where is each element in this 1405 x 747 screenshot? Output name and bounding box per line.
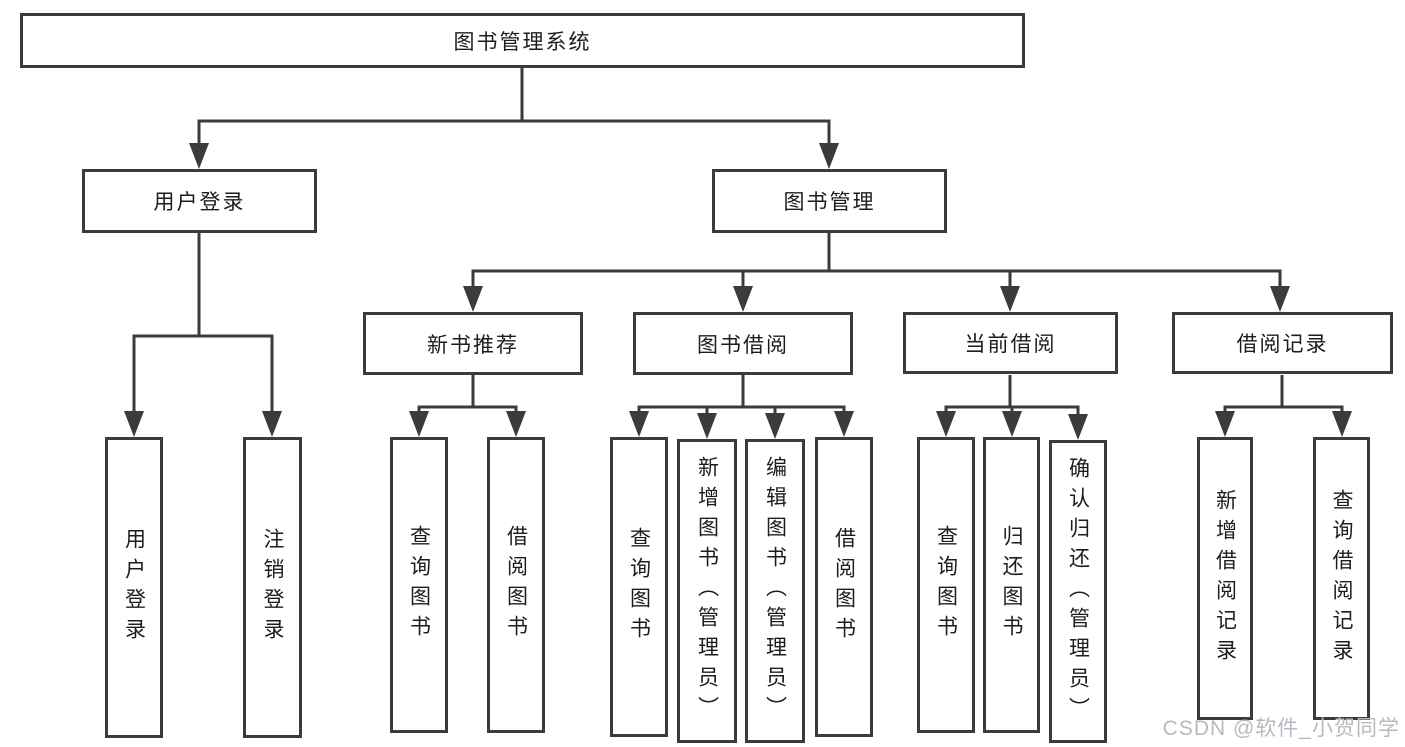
leaf-user-login-label: 用户登录 [122,527,146,648]
node-borrowing-records-label: 借阅记录 [1236,333,1329,356]
leaf-borrow-books-1-label: 借阅图书 [504,525,528,645]
leaf-query-borrow-record-label: 查询借阅记录 [1330,488,1354,669]
leaf-add-borrow-record: 新增借阅记录 [1197,437,1253,720]
leaf-add-books-admin-label: 新增图书（管理员） [695,456,719,726]
leaf-query-borrow-record: 查询借阅记录 [1313,437,1370,720]
leaf-borrow-books-2-label: 借阅图书 [832,527,856,647]
node-new-book-recommend: 新书推荐 [363,312,583,375]
leaf-confirm-return-admin: 确认归还（管理员） [1049,440,1107,743]
leaf-user-login: 用户登录 [105,437,163,738]
leaf-logout: 注销登录 [243,437,302,738]
leaf-add-books-admin: 新增图书（管理员） [677,439,737,743]
leaf-borrow-books-1: 借阅图书 [487,437,545,733]
node-new-book-recommend-label: 新书推荐 [427,333,519,357]
leaf-query-books-2: 查询图书 [610,437,668,737]
leaf-query-books-3: 查询图书 [917,437,975,733]
node-book-borrowing-label: 图书借阅 [697,333,789,357]
node-borrowing-records: 借阅记录 [1172,312,1393,374]
node-user-login-label: 用户登录 [153,191,246,214]
leaf-query-books-2-label: 查询图书 [627,527,651,647]
node-user-login: 用户登录 [82,169,317,233]
leaf-borrow-books-2: 借阅图书 [815,437,873,737]
node-current-borrowing-label: 当前借阅 [964,333,1057,356]
node-book-management-label: 图书管理 [783,191,876,214]
leaf-query-books-3-label: 查询图书 [934,525,958,645]
node-root-label: 图书管理系统 [453,30,592,54]
node-book-borrowing: 图书借阅 [633,312,853,375]
leaf-edit-books-admin: 编辑图书（管理员） [745,439,805,743]
leaf-query-books-1: 查询图书 [390,437,448,733]
leaf-edit-books-admin-label: 编辑图书（管理员） [763,456,787,726]
node-current-borrowing: 当前借阅 [903,312,1118,374]
leaf-confirm-return-admin-label: 确认归还（管理员） [1066,456,1090,727]
node-root: 图书管理系统 [20,13,1025,68]
leaf-logout-label: 注销登录 [261,527,285,648]
node-book-management: 图书管理 [712,169,947,233]
leaf-return-books: 归还图书 [983,437,1040,733]
leaf-query-books-1-label: 查询图书 [407,525,431,645]
leaf-add-borrow-record-label: 新增借阅记录 [1213,488,1237,669]
leaf-return-books-label: 归还图书 [1000,525,1024,645]
